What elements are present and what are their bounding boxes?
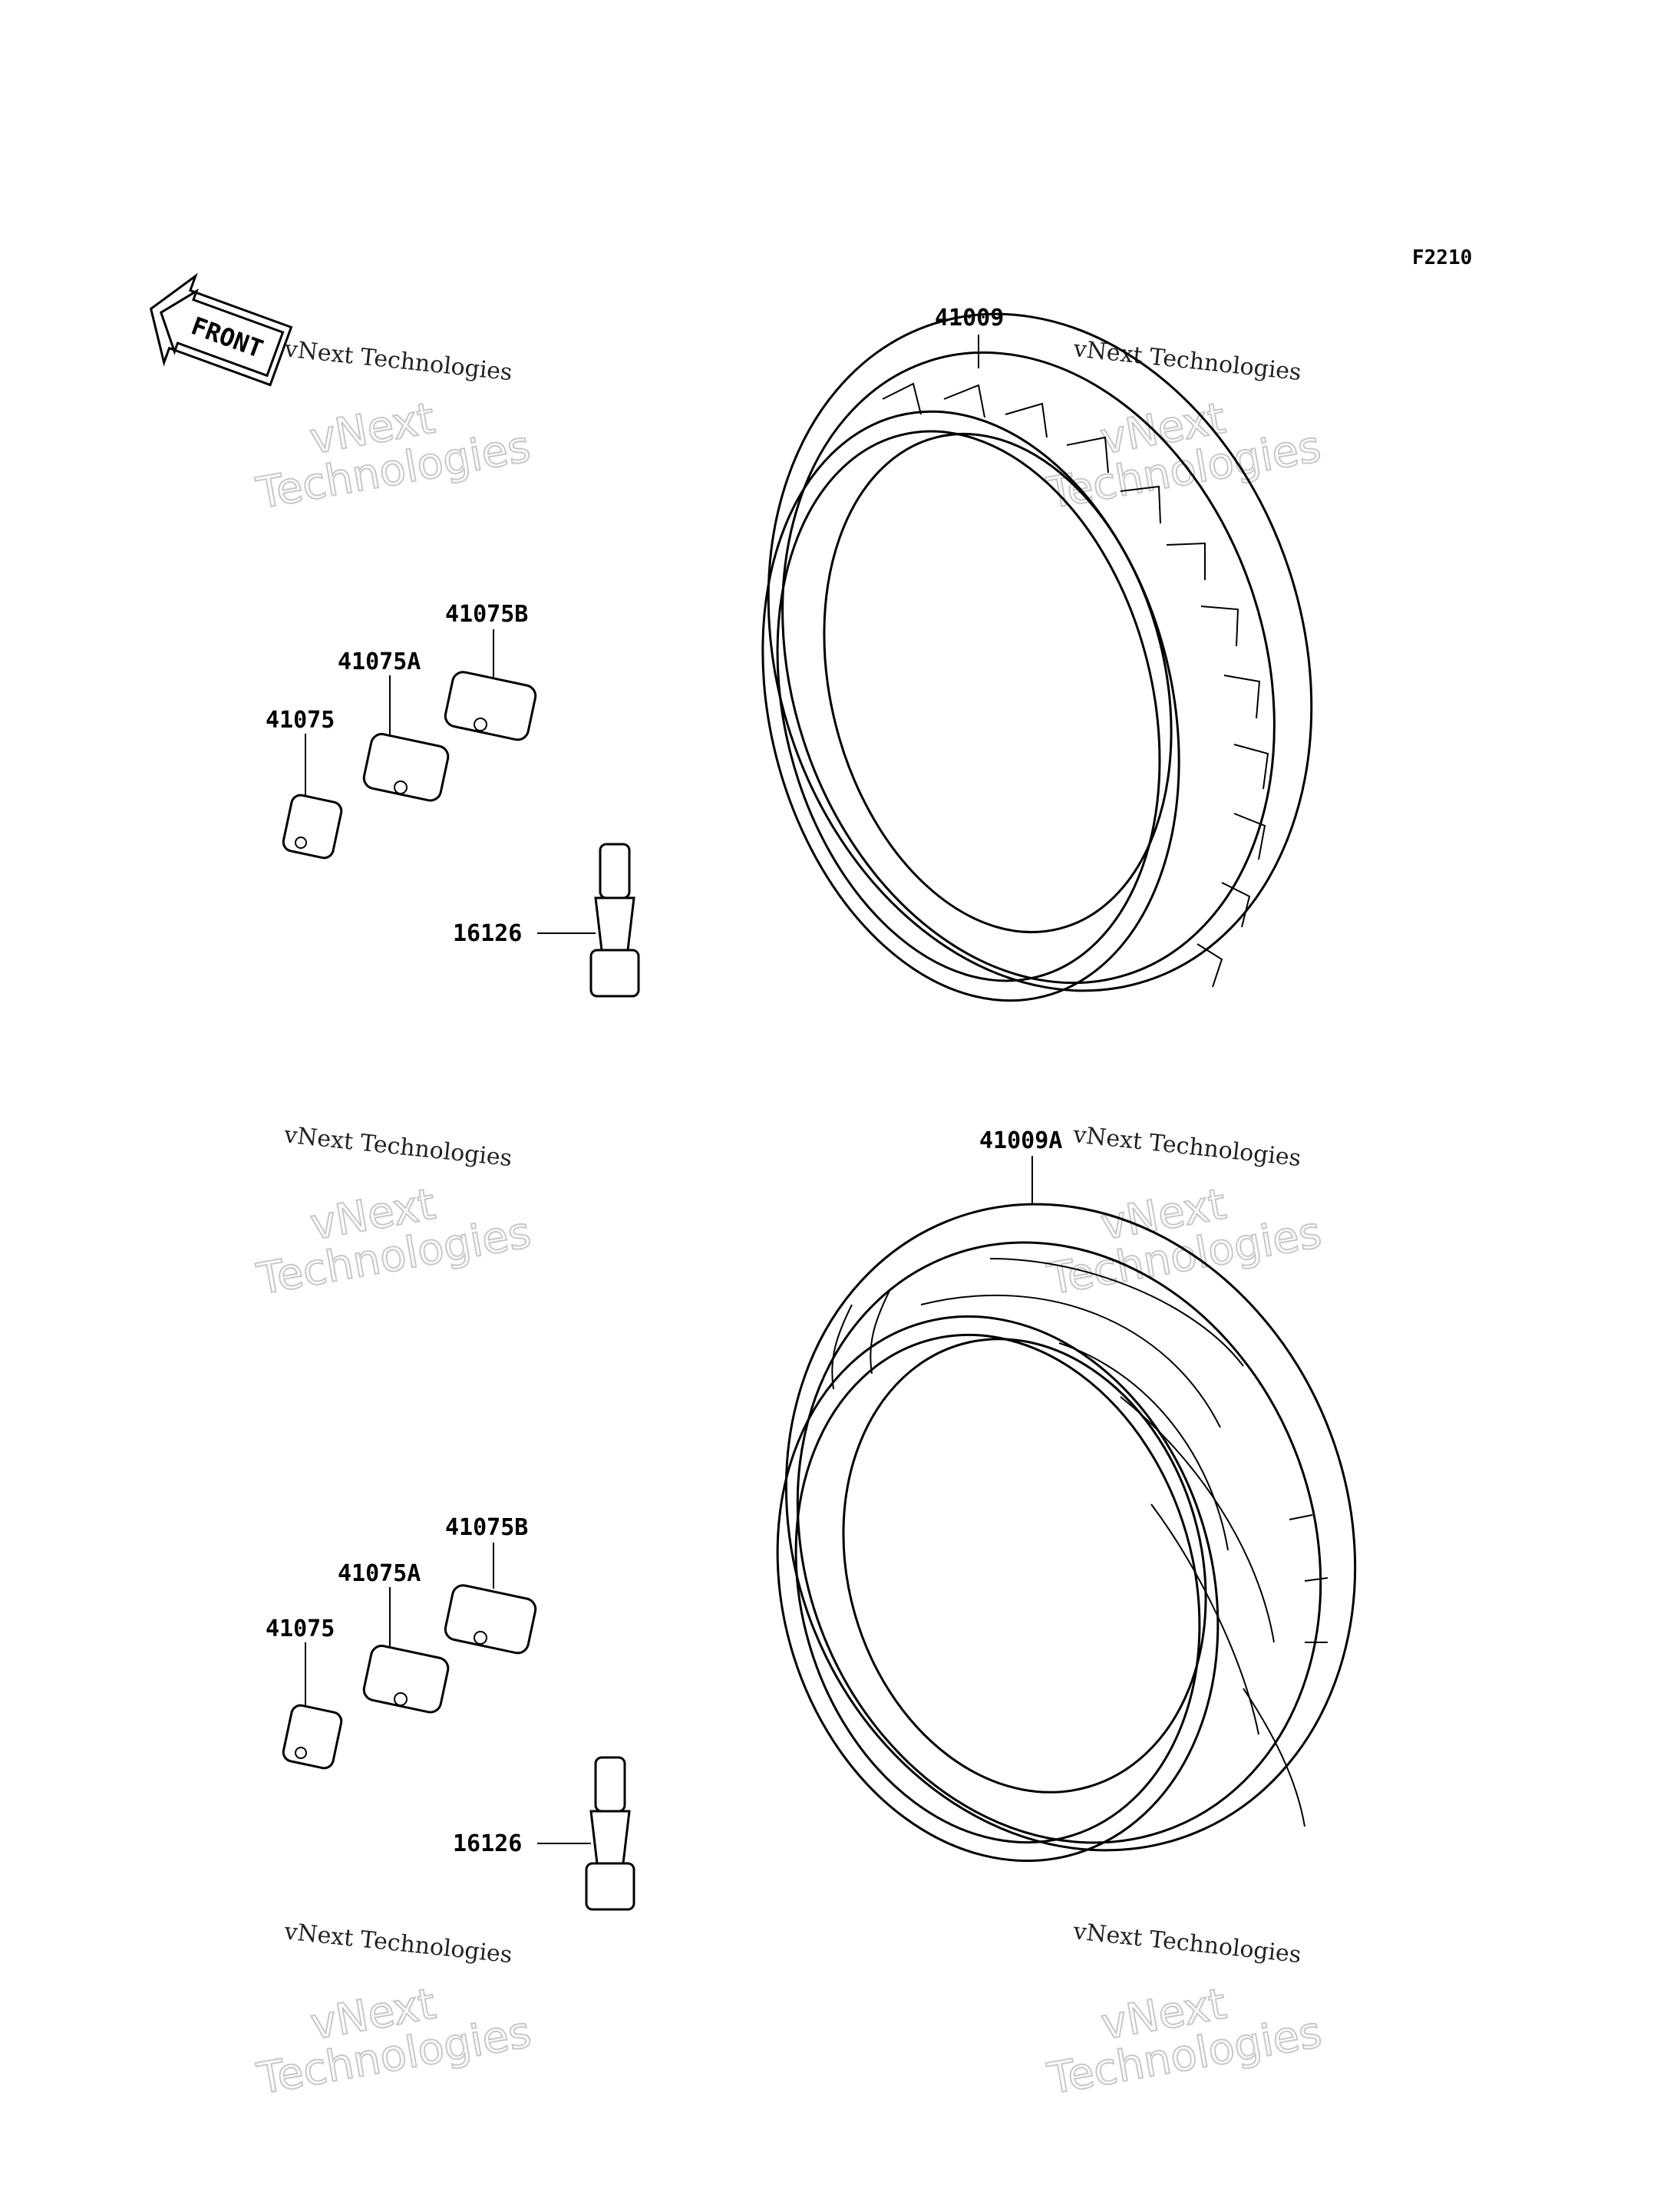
svg-text:vNextTechnologies: vNextTechnologies [245, 378, 534, 520]
part-label-tire-front: 41009 [935, 305, 1004, 332]
balance-weight-41075A-rear [362, 1645, 450, 1714]
part-label-weight-a-rear: 41075A [338, 1560, 421, 1587]
svg-text:vNextTechnologies: vNextTechnologies [1035, 378, 1325, 520]
balance-weight-41075A-front [362, 733, 450, 802]
svg-text:vNextTechnologies: vNextTechnologies [246, 1963, 535, 2104]
watermark-mid-left: vNextTechnologies vNext Technologies [246, 1121, 536, 1305]
part-label-weight-rear: 41075 [266, 1615, 335, 1642]
watermark-text: vNext Technologies [282, 1918, 513, 1969]
valve-stem-front [589, 843, 640, 998]
watermark-top-left: vNextTechnologies vNext Technologies [245, 335, 535, 520]
balance-weight-41075-rear [282, 1704, 343, 1770]
balance-weight-41075B-front [444, 671, 537, 741]
watermark-text: vNext Technologies [282, 335, 513, 386]
balance-weight-41075-front [282, 794, 343, 860]
valve-stem-rear [585, 1756, 635, 1911]
part-label-weight-front: 41075 [266, 707, 335, 734]
watermark-text: vNext Technologies [1071, 1121, 1302, 1172]
svg-text:vNextTechnologies: vNextTechnologies [246, 1163, 535, 1305]
front-tire-illustration [761, 312, 1313, 1002]
watermark-mid-right: vNextTechnologies vNext Technologies [1036, 1121, 1326, 1305]
svg-text:vNextTechnologies: vNextTechnologies [1036, 1963, 1325, 2104]
rear-tire-illustration [776, 1203, 1357, 1863]
part-label-weight-b-front: 41075B [445, 601, 528, 628]
front-arrow-icon: FRONT [149, 272, 293, 387]
svg-text:vNextTechnologies: vNextTechnologies [1036, 1163, 1325, 1305]
part-label-tire-rear: 41009A [979, 1127, 1062, 1154]
watermark-bottom-left: vNextTechnologies vNext Technologies [246, 1918, 536, 2105]
part-label-valve-front: 16126 [453, 920, 522, 947]
part-label-weight-b-rear: 41075B [445, 1514, 528, 1541]
watermark-text: vNext Technologies [1071, 1918, 1302, 1969]
part-label-valve-rear: 16126 [453, 1830, 522, 1857]
part-label-weight-a-front: 41075A [338, 649, 421, 675]
figure-code: F2210 [1412, 246, 1472, 269]
balance-weight-41075B-rear [444, 1584, 537, 1655]
watermark-bottom-right: vNextTechnologies vNext Technologies [1036, 1918, 1326, 2105]
watermark-text: vNext Technologies [282, 1121, 513, 1172]
